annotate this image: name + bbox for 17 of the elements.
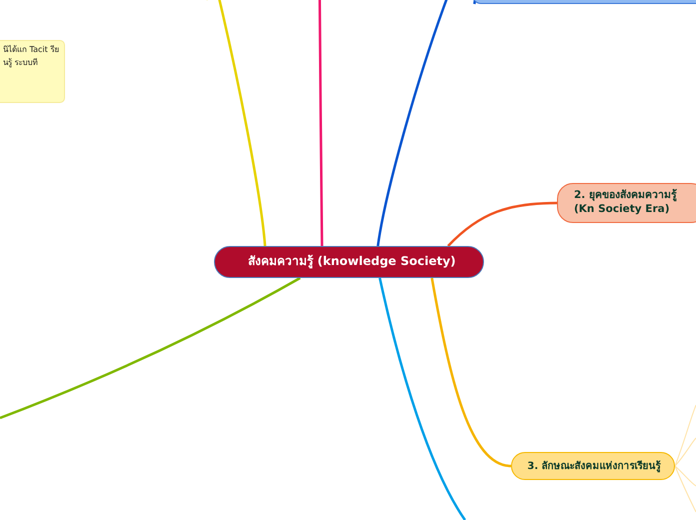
note-box — [0, 40, 65, 103]
branch-line — [674, 404, 696, 466]
branch-line — [674, 438, 696, 466]
branch-line — [674, 466, 696, 486]
note-text: นิได้แก Tacit รียนรู้ ระบบที — [3, 44, 60, 70]
branch-line — [430, 278, 512, 468]
topic-box — [511, 452, 675, 480]
branch-line — [378, 278, 466, 520]
branch-line — [674, 466, 696, 512]
topic-label: สังคมความรู้ (knowledge Society) — [248, 254, 456, 270]
branch-line — [0, 276, 301, 420]
topic-label: 3. ลักษณะสังคมแห่งการเรียนรู้ — [527, 460, 661, 472]
central-topic-box — [214, 246, 484, 278]
topic-box — [557, 183, 696, 223]
topic-label: 2. ยุคของสังคมความรู้ (Kn Society Era) — [574, 189, 678, 217]
branch-line — [318, 0, 324, 246]
branch-line — [447, 202, 558, 247]
